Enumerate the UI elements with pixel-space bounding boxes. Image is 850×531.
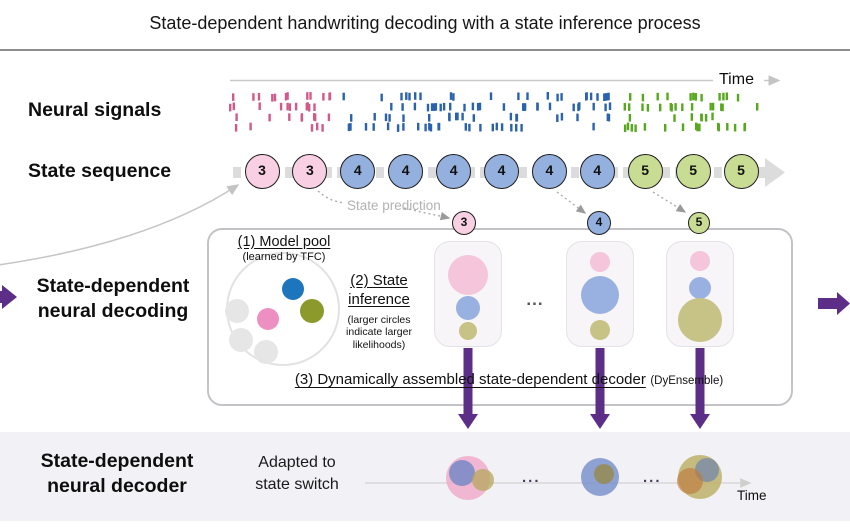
state-circle-4: 4 (340, 154, 376, 189)
state-circle-4: 4 (388, 154, 424, 189)
decoding-label-line2: neural decoding (37, 299, 189, 322)
state-circle-5: 5 (723, 154, 759, 189)
state-circle-3: 3 (244, 154, 280, 189)
title-divider (0, 49, 850, 51)
model-pool-title-text: (1) Model pool (237, 234, 331, 250)
state-circle-4: 4 (436, 154, 472, 189)
neural-signals-label: Neural signals (28, 99, 162, 121)
assembled-decoder-label: (3) Dynamically assembled state-dependen… (228, 371, 790, 389)
state-inference-title-line2: inference (348, 290, 410, 308)
state-circle-3: 3 (292, 154, 328, 189)
inference-column-state-3 (434, 241, 502, 347)
inference-column-state-4 (566, 241, 634, 347)
state-sequence-label: State sequence (28, 160, 172, 182)
inference-column-state-5 (666, 241, 734, 347)
ellipsis: ... (522, 469, 541, 486)
prediction-connector-5 (652, 191, 687, 213)
decoder-band-label-line1: State-dependent (40, 450, 194, 472)
model-pool-circle (226, 252, 340, 366)
output-arrow (818, 292, 850, 315)
predicted-state-circle-5: 5 (688, 212, 710, 234)
assembled-decoder-title: (3) Dynamically assembled state-dependen… (294, 371, 646, 388)
state-circle-5: 5 (627, 154, 663, 189)
ellipsis: ... (643, 469, 662, 486)
state-circle-4: 4 (531, 154, 567, 189)
state-inference-title-line1: (2) State (350, 272, 408, 289)
prediction-connector-start (317, 190, 346, 204)
sequence-pointer-arrow (0, 184, 240, 266)
decoding-label-line1: State-dependent (36, 275, 190, 297)
state-inference-title: (2) State inference (larger circles indi… (334, 272, 424, 351)
assembled-decoder-suffix: (DyEnsemble) (650, 375, 724, 387)
state-inference-note: (larger circles indicate larger likeliho… (346, 313, 412, 351)
model-pool-title: (1) Model pool (learned by TFC) (214, 234, 354, 263)
ellipsis: ... (526, 290, 544, 309)
time-label-top: Time (719, 71, 754, 88)
raster-state-4-blue (342, 92, 612, 132)
decoder-band-label-line2: neural decoder (47, 474, 187, 497)
state-circle-4: 4 (484, 154, 519, 189)
raster-state-5-green (623, 92, 759, 133)
prediction-connector-4 (556, 191, 587, 214)
state-prediction-label: State prediction (347, 198, 441, 213)
state-circle-4: 4 (579, 154, 615, 189)
raster-state-3-pink (229, 92, 332, 132)
decoding-label: State-dependent neural decoding (18, 274, 208, 323)
predicted-state-circle-4: 4 (587, 211, 611, 235)
predicted-state-circle-3: 3 (452, 211, 476, 235)
time-label-bottom: Time (737, 488, 767, 503)
decoder-band-label: State-dependent neural decoder (22, 449, 212, 498)
figure-title: State-dependent handwriting decoding wit… (149, 13, 701, 33)
model-pool-subtitle: (learned by TFC) (242, 251, 326, 263)
state-circle-5: 5 (675, 154, 711, 189)
input-arrow (0, 285, 17, 309)
adapted-to-state-switch-label: Adapted to state switch (255, 454, 339, 493)
